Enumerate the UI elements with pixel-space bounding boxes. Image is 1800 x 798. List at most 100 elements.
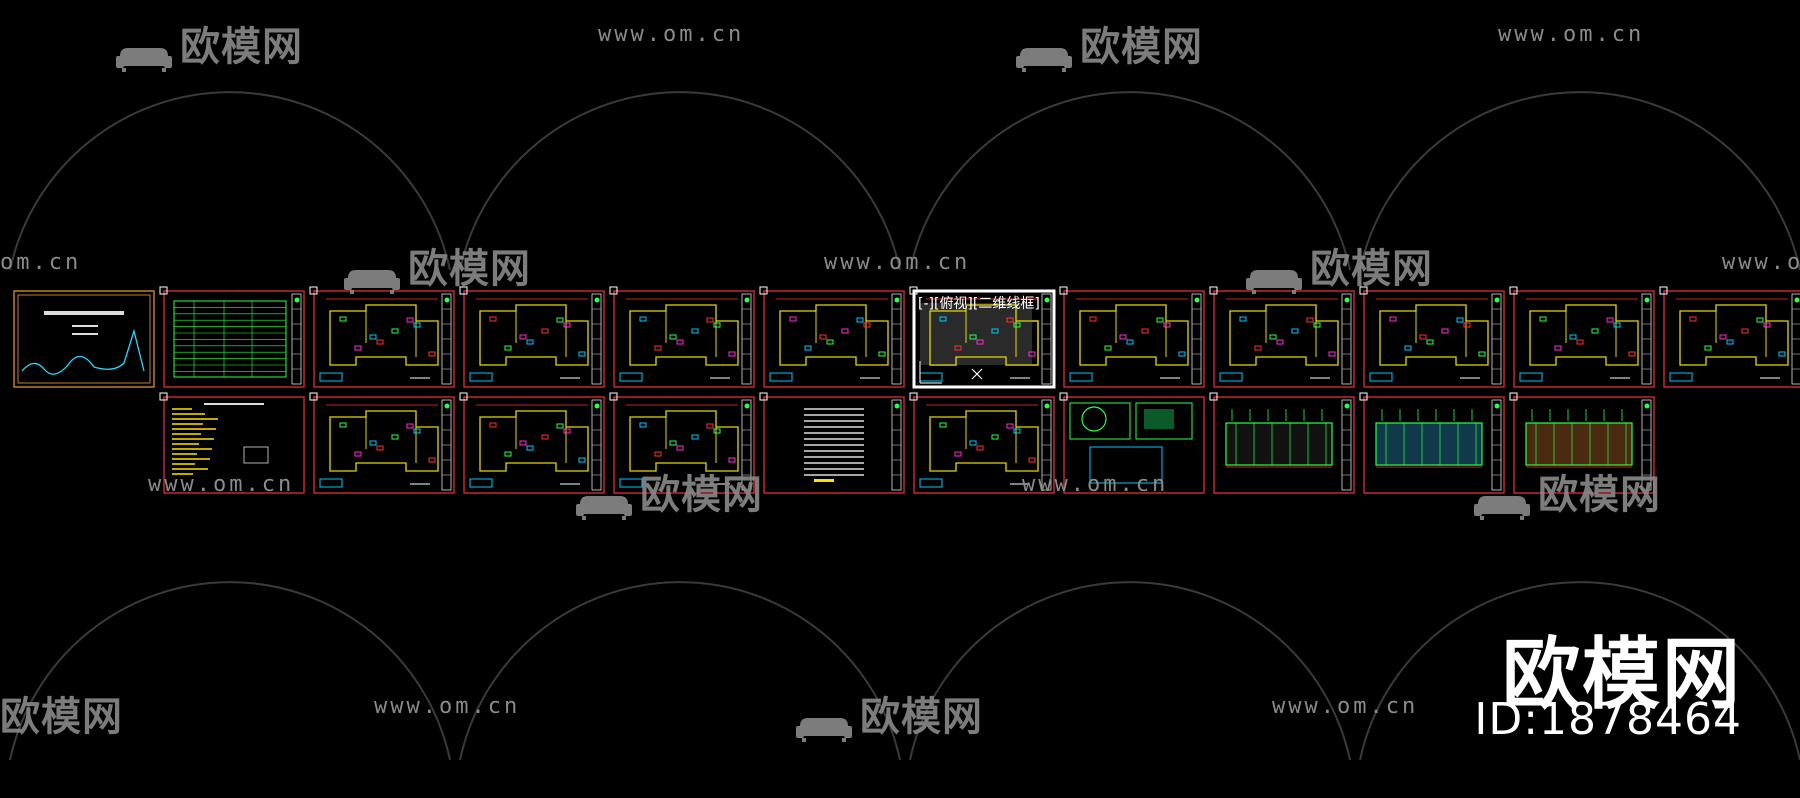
drawing-sheet[interactable] bbox=[1359, 392, 1505, 494]
ucs-icon bbox=[971, 368, 983, 380]
drawing-sheet[interactable] bbox=[1509, 286, 1655, 388]
plan-fixture bbox=[654, 345, 662, 351]
drawing-sheet[interactable] bbox=[159, 392, 305, 494]
selection-grip[interactable] bbox=[1359, 392, 1368, 401]
selection-grip[interactable] bbox=[1059, 392, 1068, 401]
plan-fixture bbox=[1013, 322, 1021, 328]
drawing-sheet[interactable] bbox=[309, 392, 455, 494]
plan-fixture bbox=[526, 445, 534, 451]
watermark-arc bbox=[909, 91, 1351, 271]
drawing-sheet[interactable] bbox=[609, 392, 755, 494]
plan-fixture bbox=[519, 334, 527, 340]
drawing-sheet[interactable] bbox=[459, 392, 605, 494]
plan-fixture bbox=[1163, 322, 1171, 328]
legend-box bbox=[619, 372, 643, 382]
plan-fixture bbox=[1719, 334, 1727, 340]
elevation-body bbox=[1225, 422, 1333, 466]
selection-grip[interactable] bbox=[1509, 286, 1518, 295]
drawing-sheet[interactable] bbox=[909, 286, 1056, 389]
legend-box bbox=[469, 478, 493, 488]
selection-grip[interactable] bbox=[609, 286, 618, 295]
selection-grip[interactable] bbox=[459, 286, 468, 295]
watermark-url: om.cn bbox=[0, 250, 82, 275]
viewport-label[interactable]: [-][俯视][二维线框] bbox=[918, 296, 1040, 312]
legend-box bbox=[919, 478, 943, 488]
selection-grip[interactable] bbox=[159, 286, 168, 295]
plan-fixture bbox=[1628, 351, 1636, 357]
legend-box bbox=[319, 372, 343, 382]
drawing-index-table bbox=[173, 300, 287, 378]
north-arrow-icon bbox=[1494, 403, 1500, 409]
sheet-frame bbox=[313, 396, 455, 494]
plan-fixture bbox=[969, 440, 977, 446]
plan-fixture bbox=[639, 316, 647, 322]
drawing-sheet[interactable] bbox=[609, 286, 755, 388]
drawing-sheet[interactable] bbox=[1209, 392, 1355, 494]
plan-fixture bbox=[728, 351, 736, 357]
drawing-sheet[interactable] bbox=[1659, 286, 1800, 388]
legend-mark bbox=[814, 479, 834, 482]
selection-grip[interactable] bbox=[159, 392, 168, 401]
selection-grip[interactable] bbox=[1659, 286, 1668, 295]
selection-grip[interactable] bbox=[309, 392, 318, 401]
plan-fixture bbox=[541, 434, 549, 440]
plan-outline bbox=[629, 304, 739, 366]
drawing-sheet[interactable] bbox=[1059, 286, 1205, 388]
sheet-frame bbox=[1063, 396, 1205, 494]
drawing-sheet[interactable] bbox=[309, 286, 455, 388]
plan-fixture bbox=[504, 345, 512, 351]
plan-fixture bbox=[1419, 334, 1427, 340]
drawing-sheet[interactable] bbox=[759, 286, 905, 388]
plan-fixture bbox=[1704, 345, 1712, 351]
plan-fixture bbox=[826, 339, 834, 345]
selection-grip[interactable] bbox=[759, 392, 768, 401]
selection-grip[interactable] bbox=[309, 286, 318, 295]
plan-fixture bbox=[1741, 328, 1749, 334]
drawing-sheet[interactable] bbox=[13, 290, 155, 388]
legend-box bbox=[319, 478, 343, 488]
selection-grip[interactable] bbox=[909, 392, 918, 401]
plan-fixture bbox=[819, 334, 827, 340]
badge-title: 欧模网 bbox=[1501, 630, 1742, 720]
plan-fixture bbox=[369, 440, 377, 446]
north-arrow-icon bbox=[744, 297, 750, 303]
drawing-sheet[interactable] bbox=[159, 286, 305, 388]
selection-grip[interactable] bbox=[1059, 286, 1068, 295]
selection-grip[interactable] bbox=[459, 392, 468, 401]
elevation-body bbox=[1375, 422, 1483, 466]
drawing-sheet[interactable] bbox=[1509, 392, 1655, 494]
plan-fixture bbox=[841, 328, 849, 334]
drawing-sheet[interactable] bbox=[759, 392, 905, 494]
plan-fixture bbox=[1141, 328, 1149, 334]
selection-grip[interactable] bbox=[759, 286, 768, 295]
plan-fixture bbox=[1726, 339, 1734, 345]
selection-grip[interactable] bbox=[1359, 286, 1368, 295]
sheet-frame bbox=[13, 290, 155, 388]
sofa-logo-icon bbox=[1246, 258, 1302, 294]
plan-fixture bbox=[369, 334, 377, 340]
selection-grip[interactable] bbox=[909, 286, 918, 295]
selection-grip[interactable] bbox=[1209, 286, 1218, 295]
sheet-frame bbox=[163, 290, 305, 388]
selection-grip[interactable] bbox=[1209, 392, 1218, 401]
selection-grip[interactable] bbox=[1509, 392, 1518, 401]
drawing-sheet[interactable] bbox=[459, 286, 605, 388]
selection-grip[interactable] bbox=[609, 392, 618, 401]
plan-fixture bbox=[1404, 345, 1412, 351]
plan-fixture bbox=[413, 428, 421, 434]
watermark-logo: 欧模网 bbox=[796, 684, 983, 742]
drawing-sheet[interactable] bbox=[1359, 286, 1505, 388]
sofa-logo-icon bbox=[1016, 36, 1072, 72]
drawing-sheet[interactable] bbox=[909, 392, 1055, 494]
plan-fixture bbox=[428, 351, 436, 357]
plan-fixture bbox=[526, 339, 534, 345]
sheet-frame bbox=[463, 290, 605, 388]
drawing-sheet[interactable] bbox=[1209, 286, 1355, 388]
detail-box bbox=[1089, 446, 1163, 484]
watermark-arcs bbox=[9, 91, 1800, 761]
drawing-sheet[interactable] bbox=[1059, 392, 1205, 494]
legend-box bbox=[1519, 372, 1543, 382]
plan-fixture bbox=[669, 334, 677, 340]
watermark-arc bbox=[459, 581, 901, 761]
